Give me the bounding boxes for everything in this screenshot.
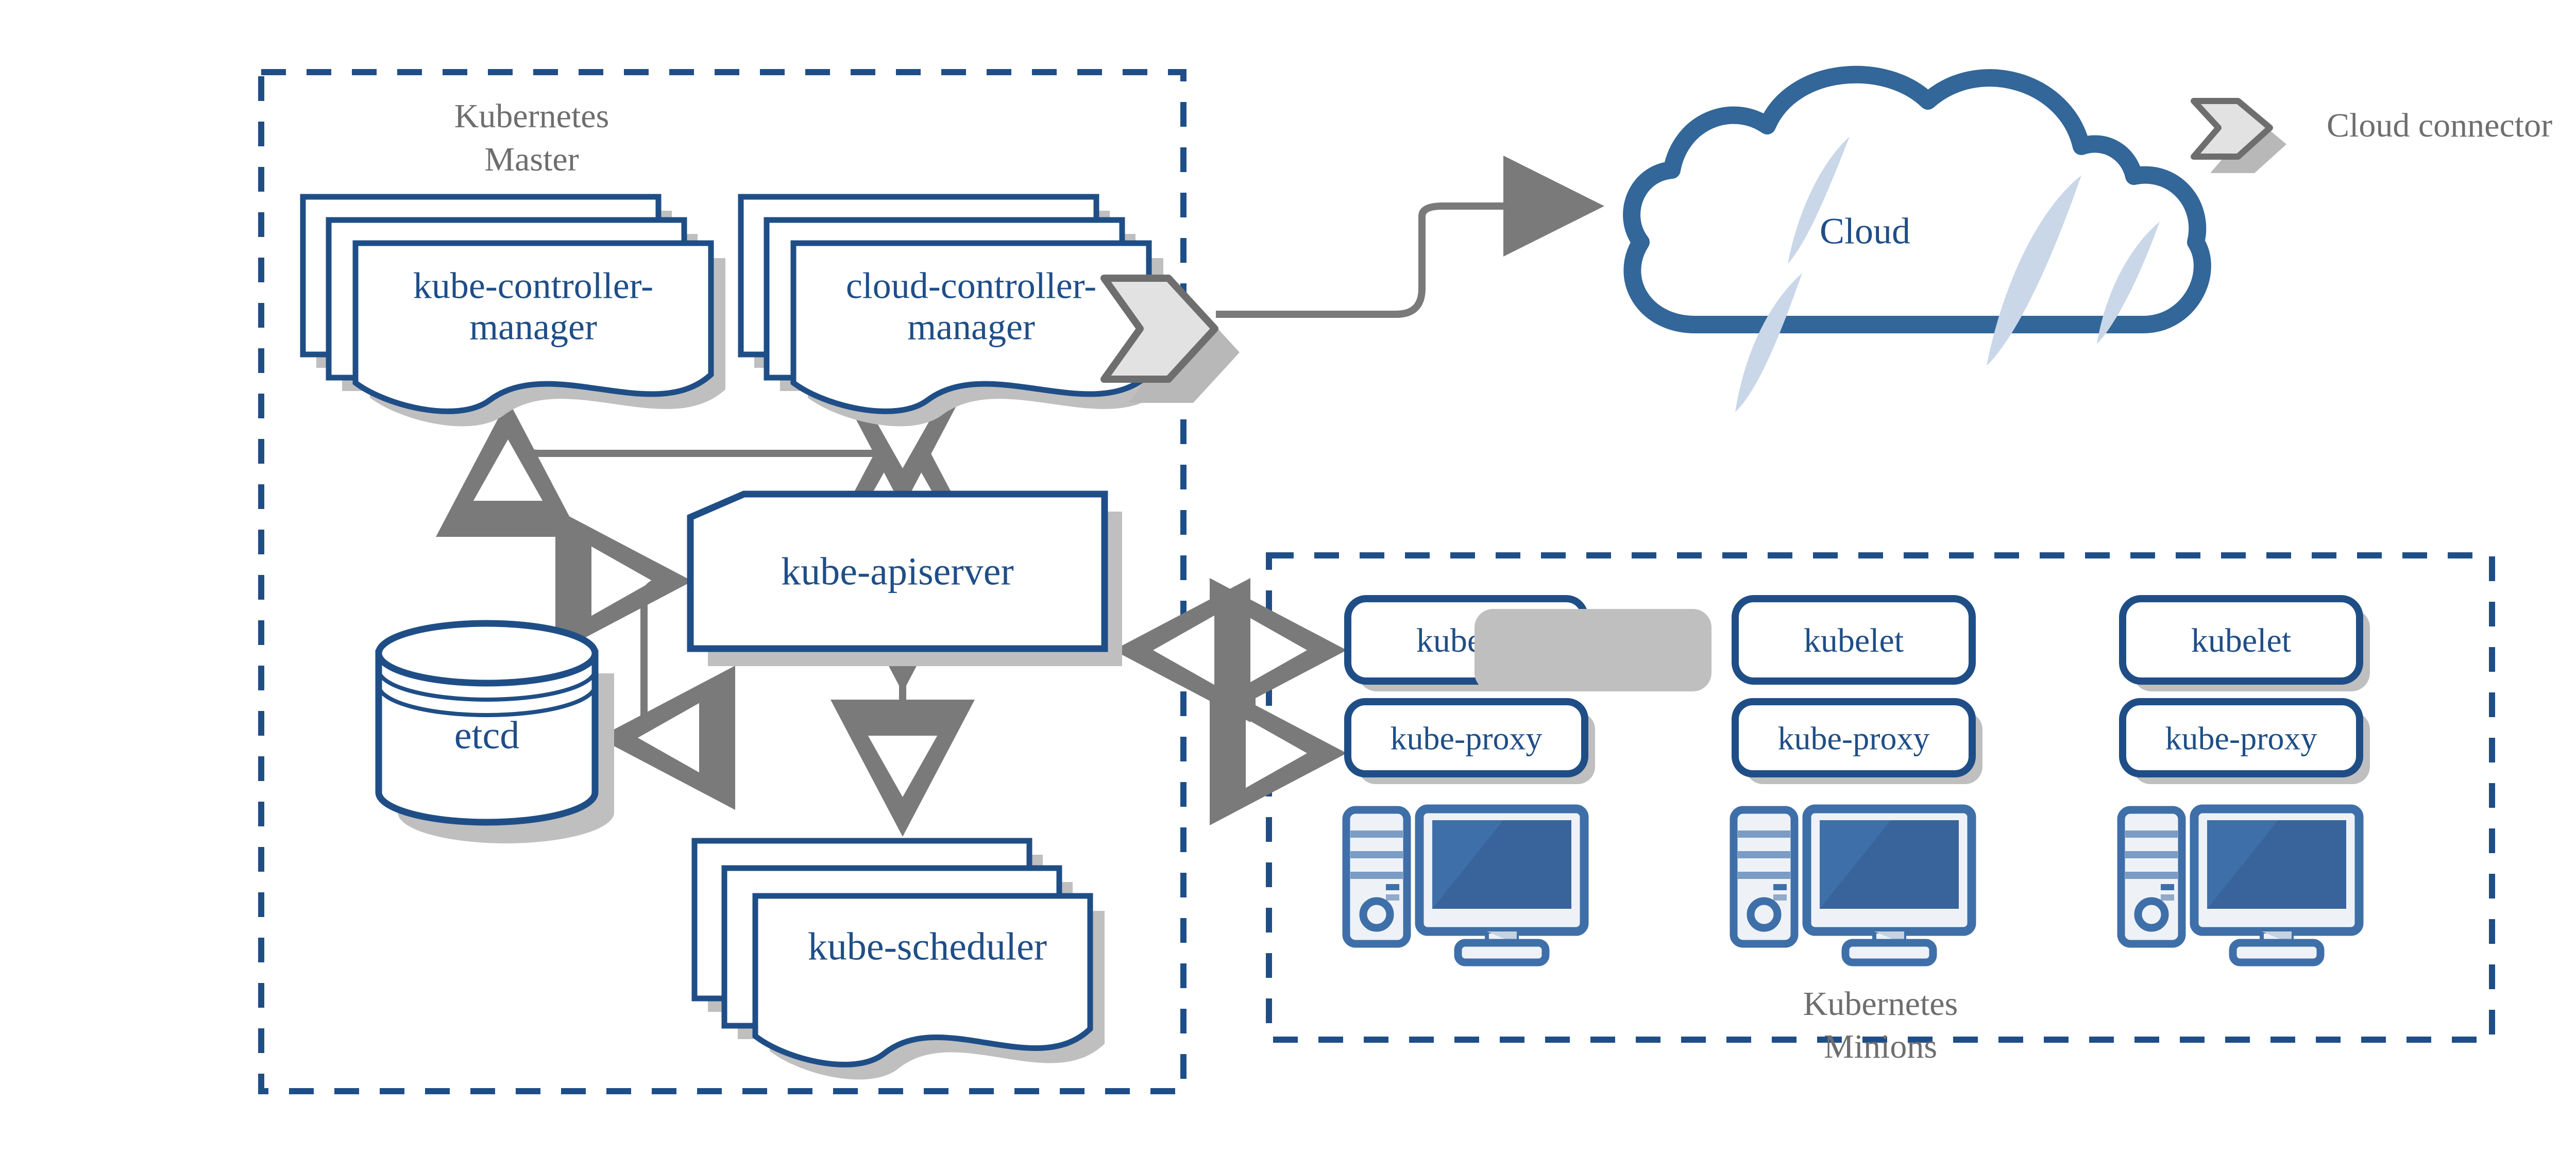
node-cloud-controller-manager[interactable]: cloud-controller- manager — [738, 194, 1163, 427]
node-kube-scheduler[interactable]: kube-scheduler — [691, 838, 1105, 1080]
node-kube-controller-manager[interactable]: kube-controller- manager — [300, 194, 725, 427]
minion-3-kubeproxy-label: kube-proxy — [2165, 720, 2317, 757]
kubernetes-master-boundary — [258, 69, 1187, 1094]
minion-2-kubelet-box[interactable] — [1732, 595, 1976, 685]
minions-group-label-line1: Kubernetes — [1803, 985, 1958, 1023]
cloud-controller-manager-label-line2: manager — [907, 307, 1035, 348]
minion-1-kubeproxy-box[interactable] — [1344, 698, 1588, 777]
kcm-sheet-front — [352, 240, 714, 414]
connector-trunk-to-kubelet — [1210, 578, 1347, 722]
apiserver-shape — [687, 490, 1108, 652]
kube-apiserver-label: kube-apiserver — [781, 550, 1014, 593]
minion-1-kubeproxy-label: kube-proxy — [1390, 720, 1542, 757]
legend-cloud-connector-label: Cloud connector — [2327, 107, 2552, 144]
etcd-label: etcd — [454, 714, 520, 757]
legend-chevron-icon — [2191, 98, 2273, 160]
etcd-ring-2 — [377, 685, 597, 717]
minion-node-1[interactable]: kubelet kube-proxy — [1342, 595, 1595, 967]
minion-node-3[interactable]: kubelet kube-proxy — [2117, 595, 2370, 967]
cloud-accent-3 — [1987, 175, 2081, 366]
minions-group-label-line2: Minions — [1824, 1028, 1937, 1065]
kube-controller-manager-label-line1: kube-controller- — [413, 265, 653, 307]
etcd-ring-1 — [377, 669, 597, 702]
kube-scheduler-label: kube-scheduler — [808, 925, 1047, 968]
legend-cloud-connector: Cloud connector — [2191, 98, 2552, 173]
connector-apiserver-minion-trunk — [1121, 647, 1347, 825]
minion-1-desktop-computer-icon — [1342, 804, 1589, 967]
minion-2-kubelet-shadow — [1475, 609, 1711, 691]
sched-sheet-front — [752, 893, 1093, 1067]
connector-ccm-to-cloud — [1216, 156, 1604, 318]
connector-apiserver-etcd-down — [598, 578, 735, 810]
cloud-connector-icon — [1100, 275, 1240, 403]
cloud-accent-1 — [1788, 137, 1850, 264]
minion-3-kubeproxy-box[interactable] — [2119, 698, 2363, 777]
cloud-accent-2 — [1735, 273, 1802, 412]
minion-3-kubelet-label: kubelet — [2191, 622, 2291, 659]
cloud-controller-manager-label-line1: cloud-controller- — [846, 265, 1096, 307]
minion-2-desktop-computer-icon — [1730, 804, 1976, 967]
minion-2-kubelet-label: kubelet — [1804, 622, 1904, 659]
connector-bus-to-apiserver — [831, 371, 975, 508]
kubernetes-minions-boundary — [1266, 552, 2495, 1043]
kube-controller-manager-label-line2: manager — [469, 307, 597, 348]
minion-2-kubeproxy-label: kube-proxy — [1777, 720, 1929, 757]
node-etcd[interactable]: etcd — [375, 620, 614, 843]
minion-3-desktop-computer-icon — [2117, 804, 2364, 967]
minion-2-kubeproxy-box[interactable] — [1732, 698, 1976, 777]
cloud-label: Cloud — [1820, 211, 1910, 252]
etcd-top-ellipse — [375, 620, 599, 687]
master-group-label-line2: Master — [484, 141, 579, 178]
ccm-sheet-front — [790, 240, 1152, 414]
minion-3-kubelet-box[interactable] — [2119, 595, 2363, 685]
minion-node-2[interactable]: kubelet kube-proxy — [1475, 595, 1982, 967]
connector-bus-to-kcm — [436, 400, 876, 537]
cloud-connector-chevron — [1100, 275, 1218, 383]
master-group-label-line1: Kubernetes — [454, 97, 609, 135]
node-kube-apiserver[interactable]: kube-apiserver — [687, 490, 1122, 666]
cloud-shape — [1623, 65, 2211, 333]
cloud-accent-4 — [2097, 222, 2160, 344]
node-cloud[interactable]: Cloud — [1623, 65, 2211, 412]
